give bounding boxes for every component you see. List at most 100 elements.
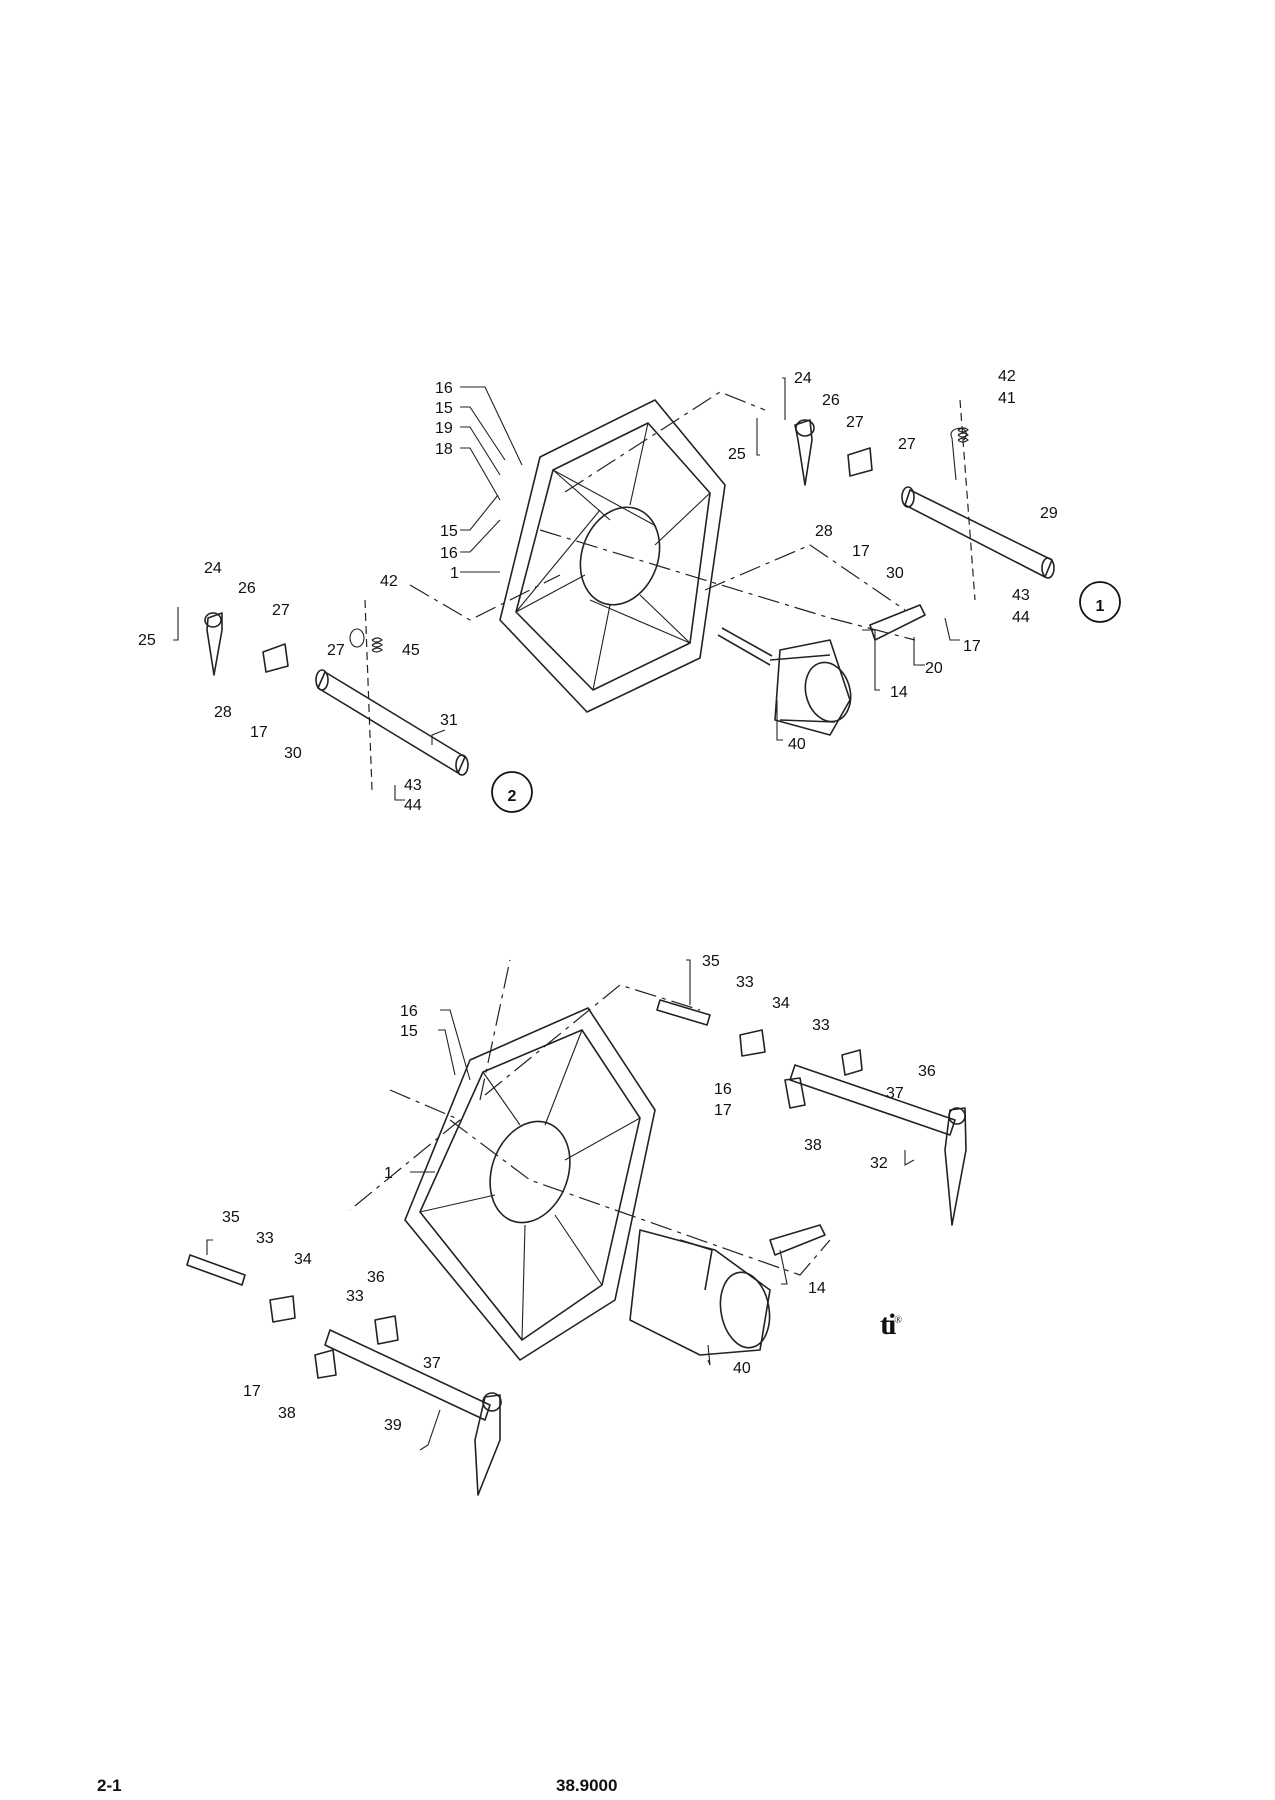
callout: 17 [250,724,268,741]
callout: 45 [402,642,420,659]
callout: 25 [728,446,746,463]
callout: 38 [804,1137,822,1154]
callout: 27 [272,602,290,619]
callout: 44 [1012,609,1030,626]
upper-axis-line-left [409,574,561,621]
page-number: 2-1 [97,1776,122,1795]
callout: 15 [400,1023,418,1040]
left-tine [206,612,223,676]
right-lower-clamp-2 [841,1049,863,1076]
callout: 36 [367,1269,385,1286]
callout: 29 [1040,505,1058,522]
bearing-housing [717,627,852,736]
left-lower-shaft [324,1329,502,1496]
lower-axis-line-left [349,1089,462,1211]
upper-callouts: 16 15 19 18 15 16 1 24 26 25 27 27 28 17… [138,368,1058,814]
left-lower-bearing-block [269,1295,296,1323]
callout: 18 [435,441,453,458]
callout: 1 [384,1165,393,1182]
callout: 37 [886,1085,904,1102]
registered-mark: ® [894,1315,901,1326]
callout: 31 [440,712,458,729]
callout: 39 [384,1417,402,1434]
bearing-housing-lower [629,1229,771,1356]
callout: 17 [714,1102,732,1119]
reel-spider-frame-lower [404,1007,656,1361]
callout: 33 [346,1288,364,1305]
callout: 27 [846,414,864,431]
lower-axis-line-top [484,984,701,1096]
callout: 43 [404,777,422,794]
callout: 26 [238,580,256,597]
callout: 37 [423,1355,441,1372]
callout: 27 [327,642,345,659]
document-number: 38.9000 [556,1776,618,1795]
callout: 33 [736,974,754,991]
callout: 41 [998,390,1016,407]
variant-2-label: 2 [508,788,517,805]
callout: 16 [714,1081,732,1098]
callout: 34 [772,995,790,1012]
callout: 16 [440,545,458,562]
callout: 38 [278,1405,296,1422]
callout: 26 [822,392,840,409]
callout: 30 [284,745,302,762]
callout: 14 [890,684,908,701]
bracket-plate-right [869,604,926,641]
variant-1-label: 1 [1096,598,1105,615]
upper-assembly: 1 2 16 15 19 18 15 16 1 24 26 25 27 27 2… [138,368,1121,814]
right-lower-bearing-block [739,1029,766,1057]
callout: 30 [886,565,904,582]
variant-marker-2: 2 [491,771,533,813]
callout: 40 [788,736,806,753]
right-tine-shaft [901,486,1055,579]
callout: 17 [243,1383,261,1400]
left-bearing-block [262,643,289,673]
callout: 33 [812,1017,830,1034]
callout: 32 [870,1155,888,1172]
right-bearing-block [847,447,873,477]
lower-assembly: 16 15 1 35 33 34 33 16 17 36 37 38 32 14… [186,953,967,1496]
right-lower-clamp [784,1077,806,1109]
callout: 36 [918,1063,936,1080]
callout: 34 [294,1251,312,1268]
callout: 27 [898,436,916,453]
callout: 24 [794,370,812,387]
variant-marker-1: 1 [1079,581,1121,623]
callout: 44 [404,797,422,814]
callout: 42 [380,573,398,590]
callout: 28 [815,523,833,540]
brand-logo: ti® [880,1308,902,1342]
callout: 20 [925,660,943,677]
callout: 28 [214,704,232,721]
reel-spider-frame [499,399,726,713]
callout: 35 [222,1209,240,1226]
callout: 15 [440,523,458,540]
left-lower-clamp-2 [314,1349,337,1379]
callout: 43 [1012,587,1030,604]
left-spring [371,637,383,653]
callout: 35 [702,953,720,970]
left-tine-shaft [315,669,469,776]
callout: 25 [138,632,156,649]
brand-mark-text: ti [880,1308,896,1341]
lower-leader-lines [206,959,915,1451]
right-tine [794,419,813,486]
left-lower-clamp [374,1315,399,1345]
lower-axis-line-vert [479,959,511,1101]
callout: 33 [256,1230,274,1247]
callout: 17 [963,638,981,655]
upper-leader-lines [173,377,960,801]
callout: 15 [435,400,453,417]
bracket-plate-lower [769,1224,826,1256]
callout: 16 [435,380,453,397]
callout: 17 [852,543,870,560]
callout: 16 [400,1003,418,1020]
callout: 1 [450,565,459,582]
callout: 42 [998,368,1016,385]
left-lower-rod [186,1254,246,1286]
right-spring-left [950,427,967,481]
right-lower-rod [656,999,711,1026]
lower-callouts: 16 15 1 35 33 34 33 16 17 36 37 38 32 14… [222,953,936,1434]
